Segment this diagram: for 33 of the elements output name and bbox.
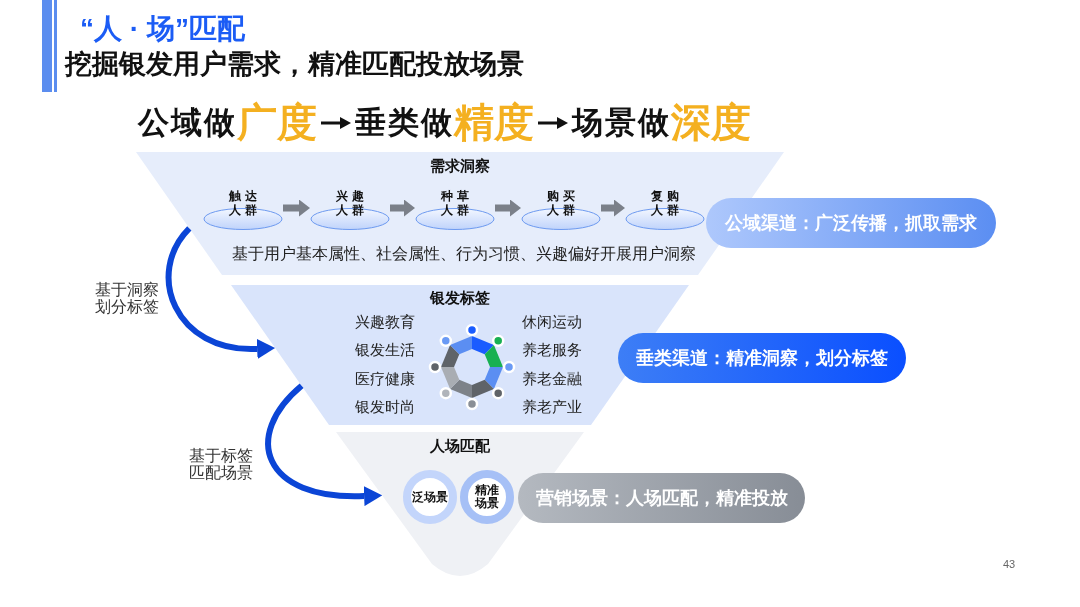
tag-label: 养老产业 [522,398,582,416]
band-heading: 银发标签 [430,289,490,307]
channel-pill: 垂类渠道：精准洞察，划分标签 [618,333,906,383]
band-heading: 需求洞察 [430,157,490,175]
subtitle: 挖掘银发用户需求，精准匹配投放场景 [65,48,524,81]
edge-label: 基于标签匹配场景 [189,447,255,481]
tag-label: 银发时尚 [355,398,415,416]
tag-label: 兴趣教育 [355,313,415,331]
funnel-band [231,285,689,425]
curved-arrow [165,226,276,359]
heading-text: 公域做 [138,104,237,142]
edge-label: 基于洞察划分标签 [95,281,161,315]
tag-label: 养老服务 [522,341,582,359]
heading-text: 垂类做 [355,105,454,140]
arrow [390,199,415,217]
highlight-text: 广度 [237,101,317,145]
tag-label: 医疗健康 [355,370,415,388]
arrow [495,199,521,217]
highlight-text: 精度 [454,101,534,145]
curved-arrow [265,383,383,507]
page-number: 43 [1003,557,1016,571]
tag-label: 养老金融 [522,370,582,388]
band-text: 基于用户基本属性、社会属性、行为习惯、兴趣偏好开展用户洞察 [232,244,696,264]
arrow [283,199,310,217]
arrow [601,199,625,217]
tag-label: 休闲运动 [522,313,582,331]
heading-text: 场景做 [572,104,671,142]
channel-pill: 营销场景：人场匹配，精准投放 [518,473,805,523]
tag-label: 银发生活 [355,341,415,359]
band-heading: 人场匹配 [430,437,490,455]
title: “人 · 场”匹配 [80,12,245,46]
channel-pill: 公域渠道：广泛传播，抓取需求 [706,198,996,248]
highlight-text: 深度 [671,101,751,145]
